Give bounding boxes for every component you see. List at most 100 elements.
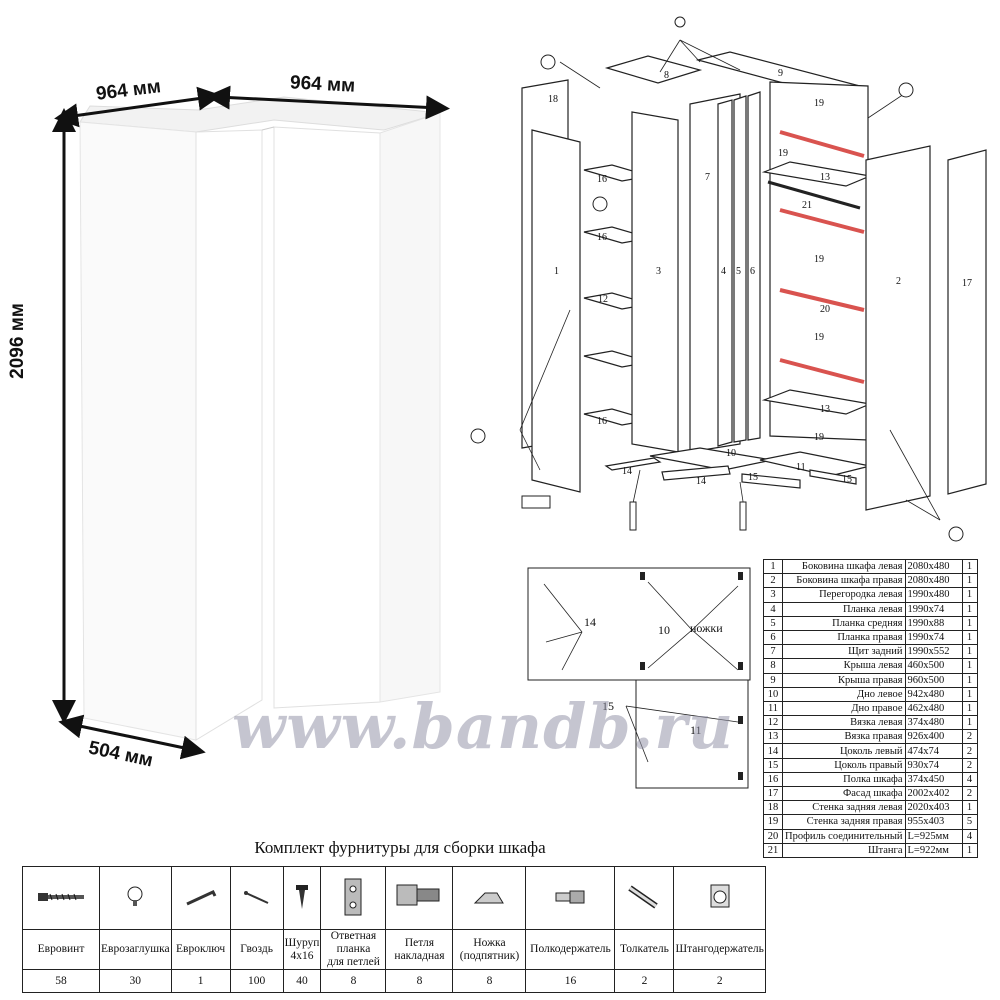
- parts-cell-size: 930x74: [904, 757, 963, 773]
- bottom-detail-diagram: 14 10 ножки 15 11: [527, 567, 751, 789]
- part-14-plinth-b: [661, 465, 731, 481]
- parts-cell-size: 955x403: [904, 814, 963, 830]
- parts-cell-size: 926x400: [904, 729, 963, 745]
- screw-glyph-b: [739, 501, 747, 531]
- parts-cell-qty: 1: [961, 615, 978, 631]
- label-21: 21: [802, 200, 812, 211]
- parts-cell-n: 11: [763, 700, 783, 717]
- kit-icon-cell: [452, 866, 527, 930]
- kit-label-cell: Евроключ: [170, 929, 231, 970]
- parts-cell-size: 2002x402: [904, 785, 963, 802]
- kit-icon-cell: [99, 866, 172, 930]
- parts-cell-n: 12: [763, 715, 783, 731]
- parts-cell-qty: 1: [961, 601, 978, 617]
- detail-label-14: 14: [584, 615, 596, 629]
- label-18: 18: [548, 94, 558, 105]
- label-5: 5: [736, 266, 741, 277]
- parts-cell-qty: 1: [961, 842, 978, 858]
- kit-label-sub: для петлей: [327, 956, 380, 968]
- kit-icon-cell: [385, 866, 454, 930]
- exploded-view: 18 1 16 16 12 16 3 8 9 7 4 5 6 19 19 13 …: [470, 16, 987, 542]
- parts-cell-n: 19: [763, 814, 783, 830]
- parts-cell-qty: 1: [961, 686, 978, 702]
- parts-cell-name: Перегородка левая: [782, 587, 906, 603]
- parts-cell-size: 374x480: [904, 715, 963, 731]
- kit-label: Ответная планка: [330, 930, 377, 955]
- kit-icon-cell: [673, 866, 766, 930]
- kit-label-sub: 4x16: [290, 949, 314, 962]
- kit-title: Комплект фурнитуры для сборки шкафа: [254, 838, 546, 857]
- label-11: 11: [796, 462, 806, 473]
- part-2-side-right: [865, 145, 931, 511]
- parts-cell-name: Крыша правая: [782, 672, 906, 688]
- part-21-rod: [767, 180, 861, 210]
- detail-label-11: 11: [690, 723, 702, 737]
- part-1-side-left: [531, 129, 581, 493]
- watermark: www.bandb.ru: [232, 690, 735, 763]
- parts-cell-name: Штанга: [782, 842, 906, 858]
- kit-icon-cell: [614, 866, 675, 930]
- key-glyph-right: [948, 526, 964, 542]
- label-16a: 16: [597, 174, 607, 185]
- parts-cell-qty: 5: [961, 814, 978, 830]
- parts-cell-name: Профиль соединительный: [782, 828, 906, 844]
- parts-cell-qty: 1: [961, 658, 978, 674]
- part-5-plank-middle: [733, 95, 747, 443]
- wardrobe-render: [52, 85, 450, 760]
- part-8-roof-left: [604, 55, 703, 84]
- parts-cell-name: Боковина шкафа правая: [782, 573, 906, 589]
- kit-count: 40: [282, 969, 322, 993]
- detail-label-legs: ножки: [690, 621, 723, 635]
- parts-cell-size: 1990x480: [904, 587, 963, 603]
- kit-count: 8: [452, 969, 527, 993]
- parts-cell-size: 460x500: [904, 658, 963, 674]
- detail-panel-10: [527, 567, 751, 681]
- kit-label-cell: Евровинт: [22, 929, 100, 970]
- parts-cell-name: Планка правая: [782, 629, 906, 646]
- parts-cell-size: 1990x88: [904, 615, 963, 631]
- hinge-icon: [395, 884, 443, 920]
- kit-count: 8: [385, 969, 454, 993]
- parts-cell-qty: 1: [961, 700, 978, 717]
- parts-cell-size: 1990x74: [904, 629, 963, 646]
- kit-count: 2: [614, 969, 675, 993]
- shelf-holder-icon: [552, 890, 588, 910]
- parts-cell-n: 14: [763, 743, 783, 759]
- wardrobe-right-door: [273, 126, 381, 709]
- parts-cell-name: Крыша левая: [782, 658, 906, 674]
- kit-label-cell: Еврозаглушка: [99, 929, 172, 970]
- parts-cell-name: Планка средняя: [782, 615, 906, 631]
- dim-arrow-width-right: [206, 85, 450, 120]
- parts-cell-size: 462x480: [904, 700, 963, 717]
- parts-cell-n: 8: [763, 658, 783, 674]
- kit-label: Ножка: [473, 936, 506, 949]
- parts-cell-name: Цоколь левый: [782, 743, 906, 759]
- parts-cell-n: 21: [763, 842, 783, 858]
- part-15-plinth-a: [741, 473, 801, 489]
- parts-cell-size: 1990x74: [904, 601, 963, 617]
- wardrobe-left-side: [79, 121, 197, 741]
- rod-holder-icon: [705, 884, 735, 916]
- label-13b: 13: [820, 404, 830, 415]
- parts-cell-n: 1: [763, 558, 783, 575]
- kit-label-cell: Гвоздь: [229, 929, 284, 970]
- cap-glyph-left: [540, 54, 556, 70]
- parts-cell-qty: 1: [961, 800, 978, 816]
- parts-cell-size: 2020x403: [904, 800, 963, 816]
- label-15a: 15: [748, 472, 758, 483]
- label-16b: 16: [597, 232, 607, 243]
- kit-icon-cell: [525, 866, 616, 930]
- kit-label: Шуруп: [284, 936, 320, 949]
- parts-cell-n: 13: [763, 729, 783, 745]
- kit-count: 100: [229, 969, 284, 993]
- label-14b: 14: [696, 476, 706, 487]
- parts-cell-size: L=925мм: [904, 828, 963, 844]
- kit-label-sub: (подпятник): [459, 949, 520, 962]
